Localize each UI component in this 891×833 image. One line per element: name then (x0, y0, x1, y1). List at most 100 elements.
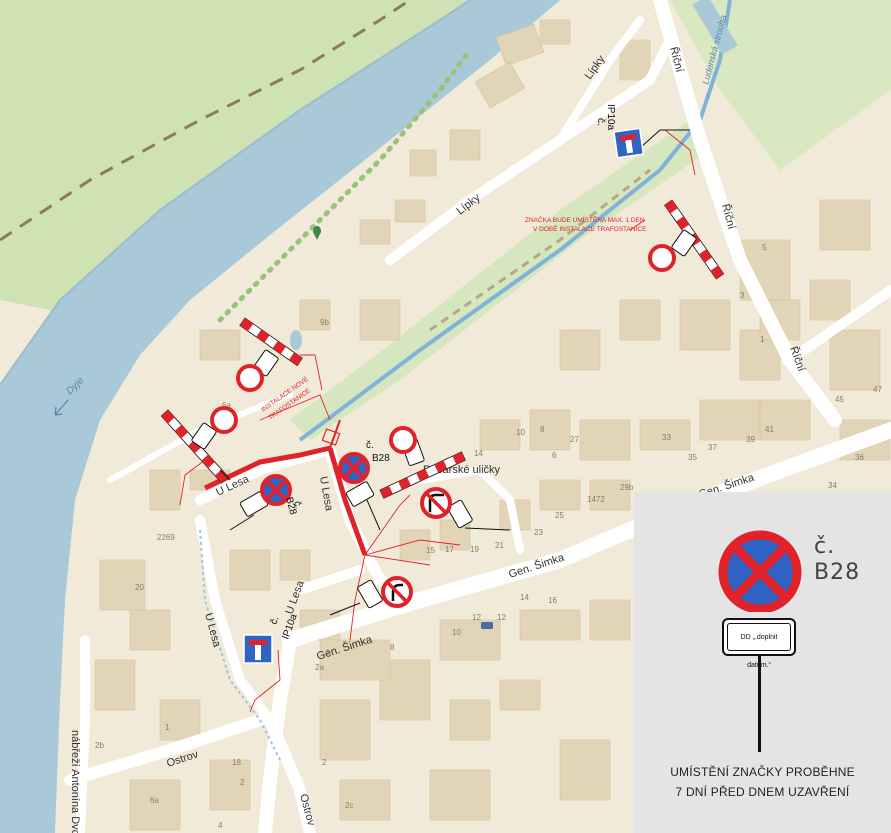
no-stopping-icon (718, 530, 802, 612)
svg-text:15: 15 (426, 546, 435, 555)
svg-text:4: 4 (218, 821, 223, 830)
svg-text:1: 1 (165, 723, 170, 732)
svg-text:27: 27 (570, 435, 579, 444)
bus-stop-icon (481, 622, 493, 629)
svg-text:8: 8 (390, 643, 395, 652)
street-ricni-mid: Říční (719, 202, 738, 230)
svg-text:25: 25 (555, 511, 564, 520)
svg-text:10: 10 (452, 628, 461, 637)
svg-text:4: 4 (325, 648, 330, 657)
svg-text:29b: 29b (620, 483, 634, 492)
svg-text:19: 19 (470, 545, 479, 554)
river-bank-north (0, 0, 471, 386)
buildings (94, 19, 891, 831)
svg-text:18: 18 (232, 758, 241, 767)
svg-text:5: 5 (762, 243, 767, 252)
ip10a-bottom-num: č. (268, 615, 281, 626)
no-turn-signs (381, 487, 452, 608)
svg-text:12: 12 (497, 613, 506, 622)
legend-code-line2: B28 (814, 560, 861, 585)
track-dashed (429, 168, 651, 332)
legend-sign-svg (718, 530, 802, 612)
info-plates (191, 229, 697, 609)
svg-text:23: 23 (534, 528, 543, 537)
legend-caption-line2: 7 DNÍ PŘED DNEM UZAVŘENÍ (675, 785, 850, 799)
b28-left-num: č. (291, 500, 304, 510)
boundary-dashed (0, 0, 411, 242)
legend-caption-line1: UMÍSTĚNÍ ZNAČKY PROBĚHNE (670, 765, 855, 779)
b28-left-code: B28 (283, 496, 298, 516)
svg-text:14: 14 (474, 449, 483, 458)
ip10a-top-code: IP10a (605, 104, 616, 131)
svg-text:37: 37 (708, 443, 717, 452)
no-vehicles-icon (210, 406, 238, 434)
svg-text:1: 1 (760, 335, 765, 344)
dead-end-signs (243, 127, 645, 664)
legend-code-line1: č. (814, 534, 836, 559)
transformer-site (321, 428, 341, 446)
legend-pole (758, 656, 761, 752)
legend-plate: DD „.doplnit datum.“ (722, 618, 796, 669)
no-stopping-signs (260, 452, 370, 506)
svg-text:34: 34 (828, 481, 837, 490)
svg-text:36: 36 (855, 453, 864, 462)
guide-lines (179, 129, 696, 713)
svg-text:33: 33 (662, 433, 671, 442)
svg-text:9b: 9b (320, 318, 329, 327)
footpath (199, 529, 281, 761)
no-vehicles-icon (236, 364, 264, 392)
svg-text:12: 12 (472, 613, 481, 622)
svg-text:2c: 2c (345, 801, 353, 810)
pond (290, 330, 302, 350)
svg-text:45: 45 (835, 395, 844, 404)
svg-text:6a: 6a (150, 796, 159, 805)
no-vehicles-signs (210, 244, 676, 454)
ip10a-top-num: č. (595, 118, 606, 126)
svg-text:8: 8 (540, 425, 545, 434)
svg-text:2269: 2269 (157, 533, 175, 542)
svg-text:20: 20 (135, 583, 144, 592)
legend-caption: UMÍSTĚNÍ ZNAČKY PROBĚHNE 7 DNÍ PŘED DNEM… (634, 762, 891, 802)
svg-text:6a: 6a (222, 401, 231, 410)
no-vehicles-icon (389, 426, 417, 454)
svg-text:2b: 2b (95, 741, 104, 750)
svg-text:2a: 2a (315, 663, 324, 672)
stream-ludenska (298, 0, 732, 442)
house-numbers: 9b 6a 2269 20 12 14 10 8 6 27 33 35 37 3… (95, 243, 882, 830)
svg-text:6: 6 (552, 451, 557, 460)
svg-text:41: 41 (765, 425, 774, 434)
dead-end-icon (243, 634, 273, 664)
street-nabrezi: nábřeží Antonína Dvořáka (69, 730, 81, 833)
stream-upper (692, 0, 738, 55)
river-dyje (0, 0, 560, 833)
svg-text:14: 14 (520, 593, 529, 602)
temporary-note-line1: ZNAČKA BUDE UMÍSTĚNA MAX. 1 DEN (525, 215, 645, 224)
svg-text:16: 16 (548, 596, 557, 605)
dead-end-icon (613, 127, 645, 159)
no-stopping-icon (338, 452, 370, 484)
svg-text:39: 39 (746, 435, 755, 444)
no-vehicles-icon (648, 244, 676, 272)
legend-panel: č. B28 DD „.doplnit datum.“ UMÍSTĚNÍ ZNA… (634, 492, 891, 833)
no-right-turn-icon (381, 576, 413, 608)
svg-text:1472: 1472 (587, 495, 605, 504)
no-left-turn-icon (420, 487, 452, 519)
svg-text:10: 10 (516, 428, 525, 437)
street-ricni-top: Říční (667, 45, 686, 73)
park-poi-icon (313, 226, 321, 240)
b28-mid-num: č. (366, 440, 374, 451)
svg-text:2: 2 (240, 778, 245, 787)
temporary-note-line2: V DOBĚ INSTALACE TRAFOSTANICE (533, 224, 647, 233)
legend-plate-text: DD „.doplnit datum.“ (727, 623, 791, 669)
legend-code: č. B28 (814, 534, 860, 586)
svg-text:3: 3 (740, 291, 745, 300)
river-flow-arrow-icon (54, 399, 69, 416)
svg-text:47: 47 (873, 385, 882, 394)
svg-text:2: 2 (322, 758, 327, 767)
svg-text:17: 17 (445, 545, 454, 554)
no-stopping-icon (260, 474, 292, 506)
svg-text:21: 21 (495, 541, 504, 550)
svg-text:35: 35 (688, 453, 697, 462)
